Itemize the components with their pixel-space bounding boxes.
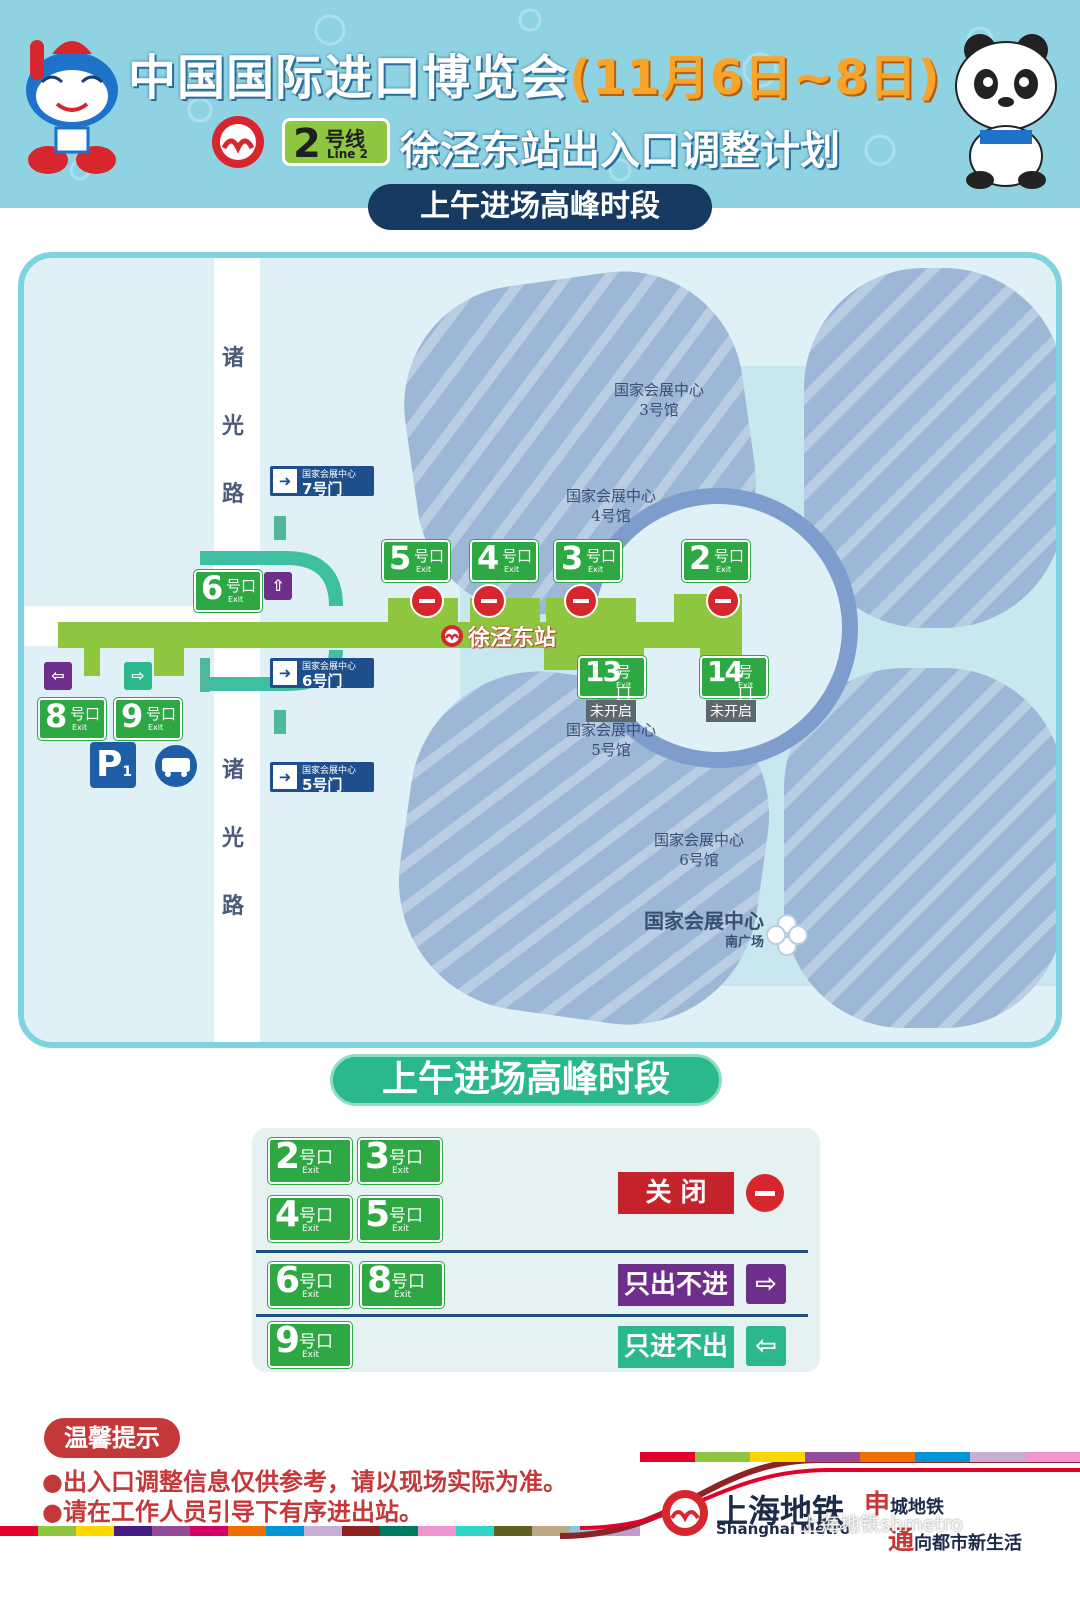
- legend-divider-1: [256, 1250, 808, 1253]
- watermark: 上海地铁shmetro: [800, 1512, 963, 1536]
- road-label-bottom-2: 光: [222, 826, 245, 851]
- road-label-top-2: 光: [222, 414, 245, 439]
- clover-logo-icon: [766, 914, 808, 956]
- line-en-label: Line 2: [327, 147, 368, 161]
- entry-only-icon-9: ⇨: [124, 662, 152, 690]
- closed-marker-exit-4: [472, 584, 506, 618]
- closed-marker-exit-5: [410, 584, 444, 618]
- legend-divider-2: [256, 1314, 808, 1317]
- line-number: 2: [293, 121, 321, 167]
- slogan-line-2: 通向都市新生活: [888, 1526, 1023, 1556]
- exit-only-icon: ⇨: [746, 1264, 786, 1304]
- road-label-top-3: 路: [222, 482, 245, 507]
- period-banner-top: 上午进场高峰时段: [368, 184, 712, 230]
- entry-only-icon: ⇦: [746, 1326, 786, 1366]
- brand-name-en: Shanghai Metro: [716, 1520, 851, 1538]
- road-label-bottom-3: 路: [222, 894, 245, 919]
- brand-name-cn: 上海地铁: [716, 1492, 845, 1530]
- line-color-stripes-right: [640, 1452, 1080, 1462]
- south-plaza-label: 国家会展中心南广场: [644, 909, 764, 950]
- shanghai-metro-logo-icon: [212, 116, 264, 168]
- parking-icon: P1: [90, 742, 136, 788]
- closed-marker-exit-2: [706, 584, 740, 618]
- tips-title: 温馨提示: [44, 1418, 180, 1458]
- closed-status-label: 关 闭: [618, 1172, 734, 1214]
- entry-arrow-icon: ➜: [273, 661, 297, 685]
- closed-icon: [746, 1174, 784, 1212]
- line-cn-label: 号线: [325, 127, 365, 151]
- not-open-label-14: 未开启: [706, 700, 756, 722]
- entry-arrow-icon: ➜: [273, 765, 297, 789]
- tip-1: ●出入口调整信息仅供参考，请以现场实际为准。: [42, 1468, 567, 1496]
- closed-marker-exit-3: [564, 584, 598, 618]
- header-banner: 中国国际进口博览会(11月6日~8日) 2 号线 Line 2 徐泾东站出入口调…: [0, 0, 1080, 208]
- exit-only-icon-6: ⇧: [264, 572, 292, 600]
- tip-2: ●请在工作人员引导下有序进出站。: [42, 1498, 423, 1526]
- line-color-stripes-left: [0, 1526, 640, 1536]
- event-dates: (11月6日~8日): [569, 50, 941, 106]
- road-label-bottom-1: 诸: [222, 758, 245, 783]
- slogan-line-1: 申城地铁: [864, 1490, 945, 1520]
- mascot-left-icon: [26, 40, 118, 174]
- shanghai-metro-footer-logo-icon: [662, 1490, 708, 1536]
- exit-only-status-label: 只出不进: [618, 1264, 734, 1306]
- panda-mascot-icon: [955, 34, 1057, 189]
- entry-only-status-label: 只进不出: [618, 1326, 734, 1368]
- station-metro-logo-icon: [441, 625, 463, 647]
- line-2-badge: 2 号线 Line 2: [282, 118, 390, 167]
- not-open-label-13: 未开启: [586, 700, 636, 722]
- entry-arrow-icon: ➜: [273, 469, 297, 493]
- subtitle: 徐泾东站出入口调整计划: [400, 128, 840, 174]
- exit-only-icon-8: ⇦: [44, 662, 72, 690]
- main-title: 中国国际进口博览会(11月6日~8日): [128, 50, 941, 106]
- bus-icon: [155, 745, 197, 787]
- station-name: 徐泾东站: [468, 625, 557, 651]
- road-label-top-1: 诸: [222, 346, 245, 371]
- period-banner-legend: 上午进场高峰时段: [330, 1054, 722, 1106]
